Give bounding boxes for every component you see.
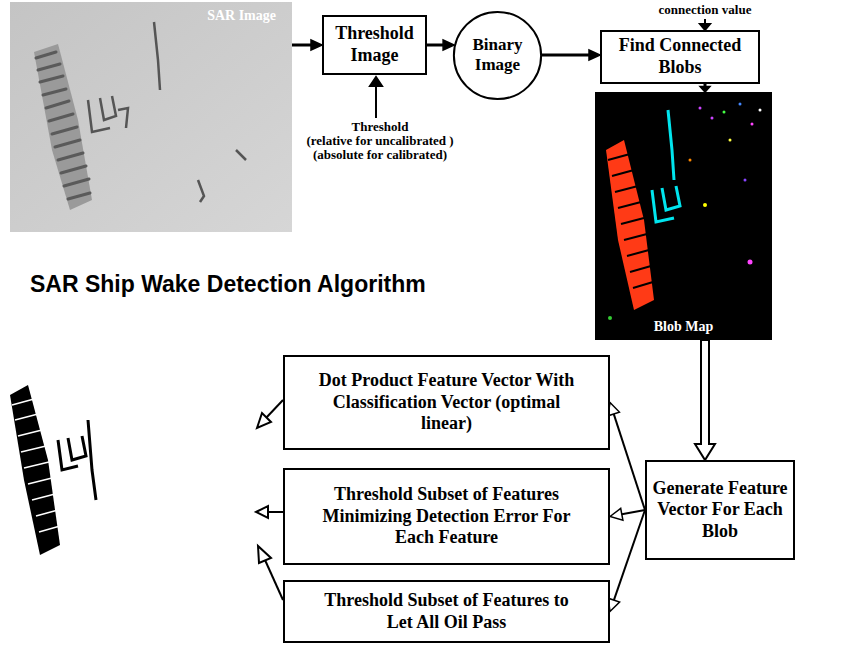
- node-text: Binary Image: [462, 35, 534, 76]
- process-box: Find Connected Blobs: [600, 30, 760, 84]
- classifier-box: Dot Product Feature Vector With Classifi…: [283, 355, 610, 450]
- annotation-label: (relative for uncalibrated ): [290, 134, 470, 148]
- output-arrow: [256, 400, 283, 600]
- annotation-label: connection value: [630, 3, 780, 17]
- process-box: Generate Feature Vector For Each Blob: [645, 460, 795, 560]
- connector-arrow: [610, 508, 645, 520]
- connector-arrow: [542, 50, 600, 60]
- node-text: Threshold Image: [327, 23, 422, 66]
- node-text: Generate Feature Vector For Each Blob: [651, 478, 789, 543]
- classifier-box: Threshold Subset of Features to Let All …: [283, 580, 610, 643]
- classifier-box: Threshold Subset of Features Minimizing …: [283, 468, 610, 565]
- data-circle: Binary Image: [453, 11, 542, 100]
- connector-arrow: [695, 340, 715, 460]
- node-text: Dot Product Feature Vector With Classifi…: [316, 370, 578, 435]
- blob-map: Blob Map: [595, 92, 772, 340]
- connector-arrow: [427, 40, 454, 50]
- output-blobs: [10, 385, 96, 555]
- node-text: Find Connected Blobs: [608, 35, 753, 78]
- process-box: Threshold Image: [322, 15, 427, 75]
- blob-map-image: [595, 92, 772, 340]
- node-text: Threshold Subset of Features to Let All …: [316, 590, 578, 633]
- annotation-label: (absolute for calibrated): [290, 148, 470, 162]
- connector-arrow: [700, 84, 710, 92]
- connector-arrow: [608, 403, 645, 511]
- node-text: Threshold Subset of Features Minimizing …: [316, 484, 578, 549]
- connector-arrow: [608, 510, 645, 612]
- sar-image: SAR Image: [10, 2, 292, 232]
- annotation-label: Threshold: [300, 120, 460, 134]
- sar-image: [10, 2, 292, 232]
- node-text: Blob Map: [654, 319, 714, 336]
- diagram-title: SAR Ship Wake Detection Algorithm: [30, 272, 426, 297]
- node-text: SAR Image: [207, 8, 276, 25]
- connector-arrow: [292, 40, 322, 50]
